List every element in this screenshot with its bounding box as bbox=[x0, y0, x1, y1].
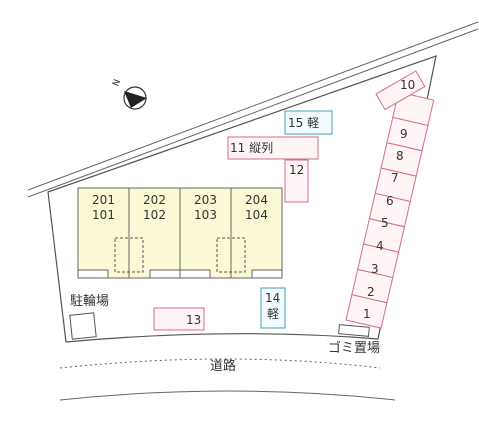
parking-number: 8 bbox=[396, 149, 404, 163]
road-edge-line bbox=[59, 390, 396, 401]
parking-stall-11 bbox=[227, 136, 319, 160]
parking-number: 9 bbox=[400, 127, 408, 141]
parking-stall-10 bbox=[375, 70, 426, 111]
parking-number: 14 bbox=[265, 291, 281, 305]
unit-number-upper: 201 bbox=[92, 193, 115, 207]
unit-number-upper: 203 bbox=[194, 193, 217, 207]
garbage-area bbox=[338, 324, 370, 337]
unit-number-lower: 101 bbox=[92, 208, 115, 222]
unit-number-lower: 102 bbox=[143, 208, 166, 222]
parking-stall-13 bbox=[153, 307, 205, 331]
parking-stall bbox=[392, 91, 435, 127]
unit-number-upper: 202 bbox=[143, 193, 166, 207]
road-label: 道路 bbox=[210, 359, 237, 374]
unit-number-upper: 204 bbox=[245, 193, 268, 207]
road-centerline bbox=[59, 358, 381, 369]
parking-number: 11 縦列 bbox=[230, 141, 274, 155]
top-road-line bbox=[27, 28, 479, 198]
parking-stall-14 bbox=[260, 287, 286, 329]
entrance-step bbox=[149, 269, 181, 279]
north-arrow-icon bbox=[123, 86, 147, 110]
entrance-step bbox=[179, 269, 211, 279]
parking-number: 2 bbox=[367, 285, 375, 299]
unit-number-lower: 104 bbox=[245, 208, 268, 222]
parking-number: 15 軽 bbox=[288, 116, 320, 130]
parking-number: 1 bbox=[363, 307, 371, 321]
parking-light-mark: 軽 bbox=[267, 307, 280, 321]
dashed-stair-outline bbox=[114, 237, 144, 273]
parking-number: 13 bbox=[186, 313, 202, 327]
parking-number: 10 bbox=[400, 78, 416, 92]
parking-number: 4 bbox=[376, 239, 384, 253]
dashed-stair-outline bbox=[216, 237, 246, 273]
parking-stalls-1-9 bbox=[345, 91, 435, 329]
bicycle-parking-area bbox=[69, 312, 97, 340]
parking-stall-15 bbox=[284, 110, 333, 135]
entrance-step bbox=[77, 269, 109, 279]
parking-number: 5 bbox=[381, 216, 389, 230]
bicycle-parking-label: 駐輪場 bbox=[70, 294, 110, 309]
garbage-area-label: ゴミ置場 bbox=[328, 341, 381, 356]
top-road-line bbox=[27, 21, 479, 191]
unit-number-lower: 103 bbox=[194, 208, 217, 222]
entrance-step bbox=[251, 269, 283, 279]
parking-number: 6 bbox=[386, 194, 394, 208]
parking-stall-12 bbox=[284, 159, 309, 203]
parking-number: 7 bbox=[391, 171, 399, 185]
parking-number: 12 bbox=[289, 163, 305, 177]
parking-stall bbox=[375, 70, 426, 111]
parking-number: 3 bbox=[371, 262, 379, 276]
